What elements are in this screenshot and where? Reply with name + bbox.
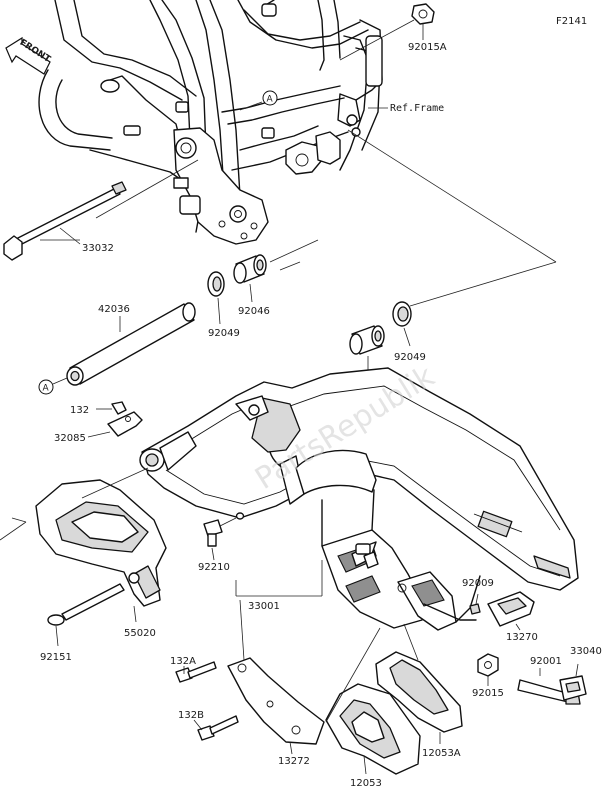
label-12053A: 12053A xyxy=(422,748,461,759)
part-92015A-nut: 92015A xyxy=(339,3,447,61)
part-55020-cover: 55020 xyxy=(0,467,167,639)
ref-marker-a-frame: A xyxy=(239,90,278,111)
label-92049-right: 92049 xyxy=(394,352,426,363)
part-92210-bolt: 92210 xyxy=(198,517,237,573)
label-33001-group: 33001 xyxy=(235,560,323,612)
part-42036-collar: 42036 A xyxy=(38,302,196,395)
label-132B: 132B xyxy=(178,710,204,721)
label-132A: 132A xyxy=(170,656,196,667)
part-13270-plate: 13270 xyxy=(487,591,538,643)
label-13270: 13270 xyxy=(506,632,538,643)
part-33032-pivot-shaft: 33032 xyxy=(3,181,127,261)
label-55020: 55020 xyxy=(124,628,156,639)
ref-marker-a-collar xyxy=(38,379,54,395)
part-132-bolt: 132 xyxy=(70,401,127,416)
part-12053A-chain-guide: 12053A xyxy=(375,651,463,759)
label-33040: 33040 xyxy=(570,646,602,657)
part-92046-bearing-left: 92046 xyxy=(233,239,319,317)
part-92015-nut: 92015 xyxy=(472,653,504,699)
label-92151: 92151 xyxy=(40,652,72,663)
label-92210: 92210 xyxy=(198,562,230,573)
part-132B-bolt: 132B xyxy=(178,710,239,741)
label-132: 132 xyxy=(70,405,89,416)
label-92015A: 92015A xyxy=(408,42,447,53)
part-92049-seal-left: 92049 xyxy=(207,271,240,339)
svg-text:A: A xyxy=(267,95,274,105)
label-42036: 42036 xyxy=(98,304,130,315)
label-92015: 92015 xyxy=(472,688,504,699)
label-92001: 92001 xyxy=(530,656,562,667)
part-12053-chain-guide: 12053 xyxy=(325,683,421,789)
label-32085: 32085 xyxy=(54,433,86,444)
part-33001-swingarm xyxy=(139,367,579,631)
figure-code: F2141 xyxy=(556,16,587,27)
part-132A-bolt: 132A xyxy=(170,656,217,683)
label-92049-left: 92049 xyxy=(208,328,240,339)
label-13272: 13272 xyxy=(278,756,310,767)
label-12053: 12053 xyxy=(350,778,382,789)
frame xyxy=(38,0,383,245)
ref-frame-label: Ref.Frame xyxy=(390,103,444,114)
label-33032: 33032 xyxy=(82,243,114,254)
front-arrow: FRONT xyxy=(5,36,53,75)
label-92046-left: 92046 xyxy=(238,306,270,317)
label-92009: 92009 xyxy=(462,578,494,589)
label-33001: 33001 xyxy=(248,601,280,612)
part-92151-screw: 92151 xyxy=(40,583,125,663)
part-92049-seal-right: 92049 xyxy=(392,261,557,363)
svg-text:A: A xyxy=(43,384,50,394)
part-33040-adjuster: 33040 xyxy=(559,646,602,701)
part-13272-guide-plate: 13272 xyxy=(227,657,325,767)
part-92009-screw: 92009 xyxy=(462,578,494,615)
part-32085-plate: 32085 xyxy=(54,411,143,444)
